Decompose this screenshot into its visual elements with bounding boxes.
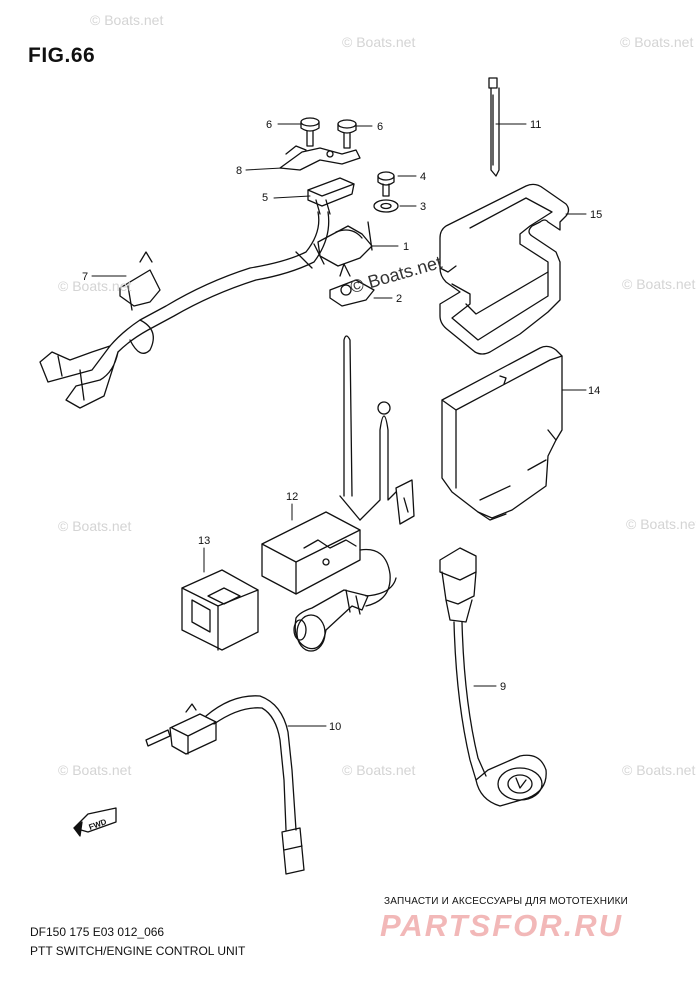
figure-name: PTT SWITCH/ENGINE CONTROL UNIT bbox=[30, 944, 246, 958]
figure-code: DF150 175 E03 012_066 bbox=[30, 925, 165, 939]
watermark: © Boats.net bbox=[342, 34, 416, 50]
callout-7: 7 bbox=[82, 271, 88, 283]
cable-tie-part-11[interactable] bbox=[488, 77, 500, 177]
watermark: © Boats.net bbox=[620, 34, 694, 50]
callout-6b: 6 bbox=[377, 121, 383, 133]
shop-brand-logo: PARTSFOR.RU bbox=[380, 908, 624, 943]
engine-control-unit-part-14[interactable] bbox=[441, 345, 563, 521]
callout-numbers: 1 2 3 4 5 6 6 7 8 9 10 11 12 13 14 15 bbox=[82, 119, 602, 733]
callout-1: 1 bbox=[403, 241, 409, 253]
callout-12: 12 bbox=[286, 491, 298, 503]
sensor-lever-part-2[interactable] bbox=[329, 263, 375, 307]
screw-part-4[interactable] bbox=[377, 171, 395, 197]
shop-tagline: ЗАПЧАСТИ И АКСЕССУАРЫ ДЛЯ МОТОТЕХНИКИ bbox=[384, 896, 629, 907]
callout-2: 2 bbox=[396, 293, 402, 305]
ecu-holder-part-15[interactable] bbox=[439, 183, 570, 355]
callout-5: 5 bbox=[262, 192, 268, 204]
fwd-arrow-icon bbox=[73, 807, 117, 837]
callout-3: 3 bbox=[420, 201, 426, 213]
callout-10: 10 bbox=[329, 721, 341, 733]
wire-harness bbox=[39, 211, 330, 409]
callout-8: 8 bbox=[236, 165, 242, 177]
watermark: © Boats.net bbox=[342, 762, 416, 778]
leader-lines bbox=[91, 123, 587, 727]
figure-title: FIG.66 bbox=[28, 44, 96, 67]
washer-part-3[interactable] bbox=[373, 199, 399, 213]
watermark: © Boats.net bbox=[58, 278, 132, 294]
relay-part-12[interactable] bbox=[261, 335, 415, 652]
watermark: © Boats.net bbox=[622, 762, 696, 778]
callout-6a: 6 bbox=[266, 119, 272, 131]
callout-15: 15 bbox=[590, 209, 602, 221]
screw-part-6b[interactable] bbox=[337, 119, 357, 149]
watermark: © Boats.net bbox=[58, 762, 132, 778]
watermark: © Boats.net bbox=[622, 276, 696, 292]
screw-part-6a[interactable] bbox=[300, 117, 320, 147]
callout-11: 11 bbox=[530, 119, 541, 131]
switch-part-5[interactable] bbox=[307, 177, 355, 215]
switch-part-10[interactable] bbox=[145, 695, 305, 875]
watermark: © Boats.net bbox=[90, 12, 164, 28]
callout-9: 9 bbox=[500, 681, 506, 693]
callout-13: 13 bbox=[198, 535, 210, 547]
watermark: © Boats.net bbox=[58, 518, 132, 534]
bracket-part-8[interactable] bbox=[279, 145, 361, 171]
lead-wire-part-9[interactable] bbox=[439, 547, 547, 807]
relay-part-13[interactable] bbox=[181, 569, 259, 651]
ptt-switch-assembly-part-1[interactable] bbox=[317, 221, 373, 267]
callout-4: 4 bbox=[420, 171, 426, 183]
callout-14: 14 bbox=[588, 385, 600, 397]
watermark: © Boats.net bbox=[626, 516, 696, 532]
